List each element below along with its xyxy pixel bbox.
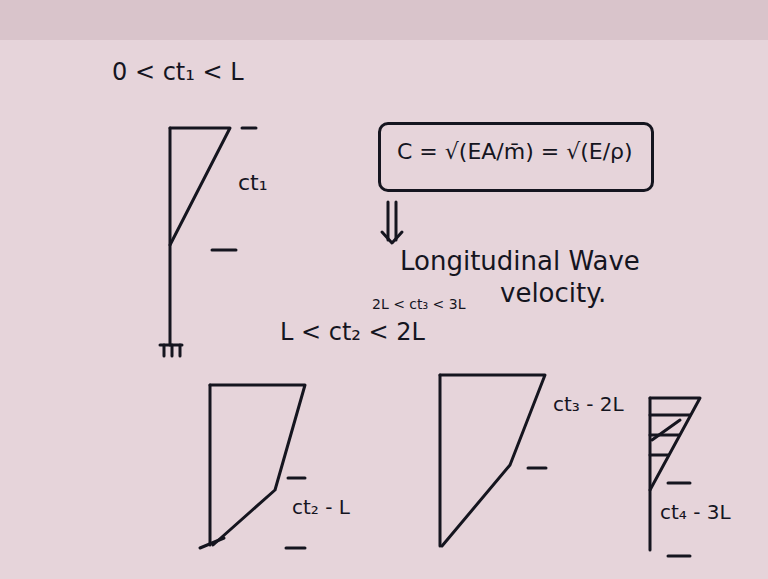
- paper-top-strip: [0, 0, 768, 40]
- handwritten-label: ct₁: [238, 170, 268, 196]
- handwritten-label: ct₂ - L: [292, 495, 350, 519]
- formula-box: C = √(EA/m̄) = √(E/ρ): [378, 122, 654, 192]
- handwritten-label: L < ct₂ < 2L: [280, 318, 425, 347]
- handwritten-label: 0 < ct₁ < L: [112, 58, 244, 87]
- handwritten-label: 2L < ct₃ < 3L: [372, 296, 465, 313]
- handwritten-label: ct₃ - 2L: [553, 392, 624, 416]
- handwritten-label: ct₄ - 3L: [660, 500, 731, 524]
- stress-profile-1: [160, 128, 256, 356]
- pointer-arrow: [382, 202, 402, 243]
- stress-profile-3: [440, 375, 546, 546]
- stress-profile-2: [200, 385, 305, 548]
- stress-profile-4: [650, 398, 700, 556]
- formula-text: C = √(EA/m̄) = √(E/ρ): [397, 139, 633, 164]
